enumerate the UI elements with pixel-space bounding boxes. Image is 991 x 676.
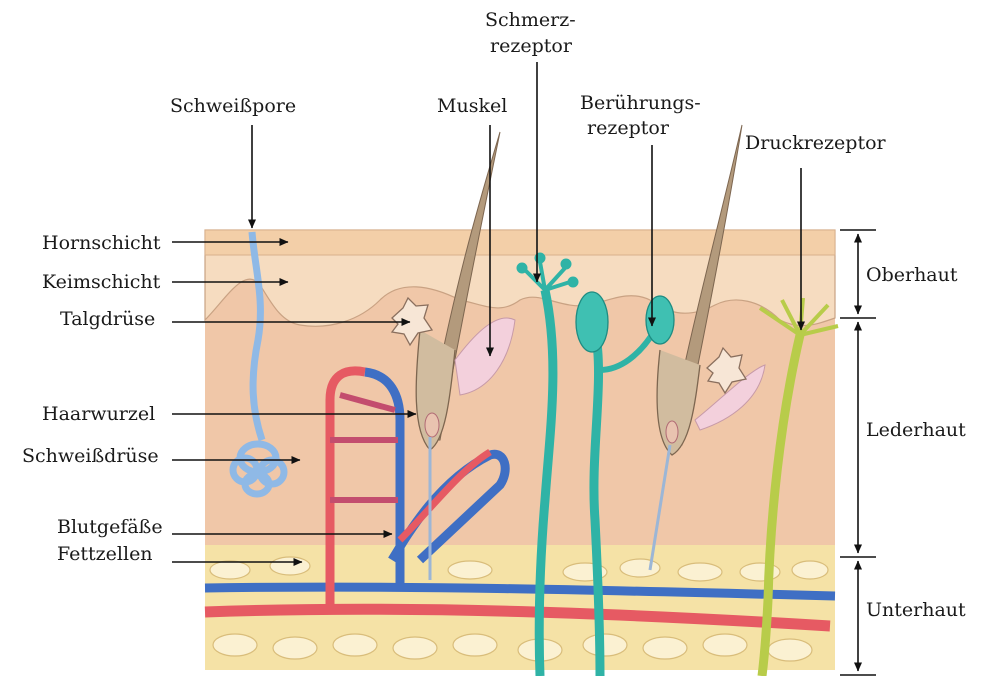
label-beruehrungsrezeptor-line1: Berührungs- bbox=[580, 92, 701, 114]
label-schmerzrezeptor-line2: rezeptor bbox=[490, 35, 573, 57]
label-schweissdruese: Schweißdrüse bbox=[22, 445, 159, 467]
label-druckrezeptor: Druckrezeptor bbox=[745, 132, 887, 154]
label-unterhaut: Unterhaut bbox=[866, 599, 966, 621]
label-fettzellen: Fettzellen bbox=[57, 543, 153, 565]
label-talgdruese: Talgdrüse bbox=[60, 308, 155, 330]
label-hornschicht: Hornschicht bbox=[42, 232, 161, 254]
label-lederhaut: Lederhaut bbox=[866, 419, 966, 441]
horny-layer bbox=[205, 230, 835, 255]
label-beruehrungsrezeptor-line2: rezeptor bbox=[587, 117, 670, 139]
label-schmerzrezeptor-line1: Schmerz- bbox=[485, 9, 576, 31]
label-keimschicht: Keimschicht bbox=[42, 271, 161, 293]
skin-illustration bbox=[205, 125, 838, 676]
label-blutgefaesse: Blutgefäße bbox=[57, 516, 163, 538]
label-oberhaut: Oberhaut bbox=[866, 264, 958, 286]
label-muskel: Muskel bbox=[437, 95, 507, 117]
layer-labels: Oberhaut Lederhaut Unterhaut bbox=[866, 264, 966, 621]
label-haarwurzel: Haarwurzel bbox=[42, 403, 155, 425]
label-schweisspore: Schweißpore bbox=[170, 95, 296, 117]
